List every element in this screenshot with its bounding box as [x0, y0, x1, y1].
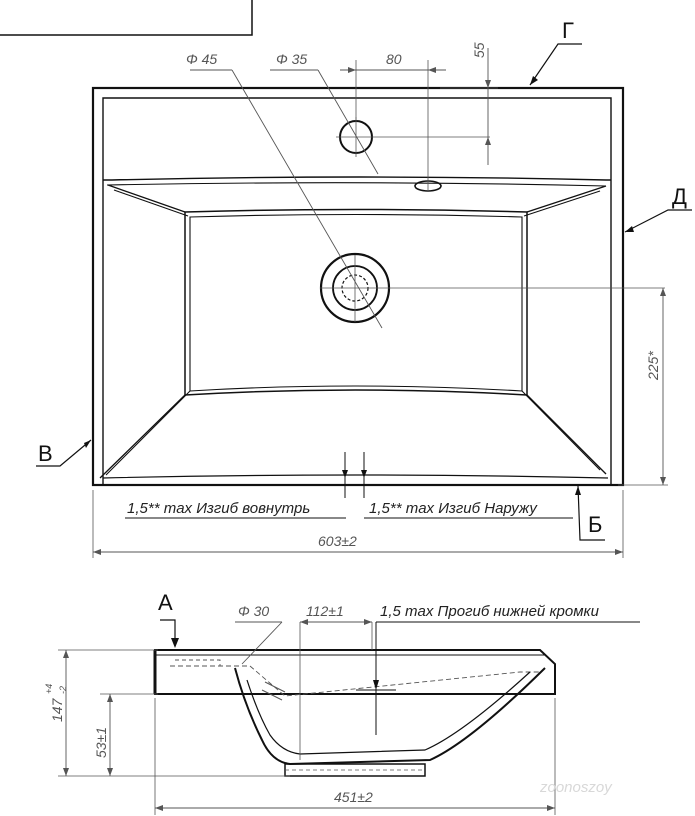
sink-side-view	[153, 622, 556, 777]
dim-603: 603±2	[318, 533, 357, 549]
watermark: zoonoszoy	[539, 779, 613, 796]
view-markers-top: Г Д В Б	[36, 18, 692, 541]
label-a: A	[158, 590, 173, 615]
dim-53: 53±1	[93, 727, 109, 758]
dim-147: 147	[49, 697, 65, 722]
dim-phi45: Φ 45	[186, 51, 217, 67]
note-bend-inward: 1,5** max Изгиб вовнутрь	[127, 500, 310, 517]
top-view-dimensions: Φ 45 Φ 35 80 55 225* 603±2	[92, 42, 668, 558]
note-bend-outward: 1,5** max Изгиб Наружу	[369, 500, 538, 517]
dim-55: 55	[471, 42, 487, 58]
label-b: Б	[588, 512, 602, 537]
dim-147-tol-lower: -2	[58, 686, 68, 694]
sink-top-view	[91, 60, 665, 487]
dim-80: 80	[386, 51, 402, 67]
label-d: Д	[672, 184, 687, 209]
title-block-fragment	[0, 0, 253, 36]
label-g: Г	[562, 18, 574, 43]
sink-outer-rim	[91, 86, 625, 487]
dim-451: 451±2	[334, 789, 373, 805]
dim-147-tol-upper: +4	[44, 684, 54, 694]
side-view-dimensions: A Φ 30 112±1 1,5 max Прогиб нижней кромк…	[44, 590, 640, 815]
dim-phi35: Φ 35	[276, 51, 307, 67]
note-deflection: 1,5 max Прогиб нижней кромки	[380, 603, 600, 620]
label-v: В	[38, 441, 53, 466]
dim-225: 225*	[645, 351, 661, 381]
bowl-floor	[184, 208, 528, 396]
dim-112: 112±1	[306, 603, 344, 619]
dim-phi30: Φ 30	[238, 603, 269, 619]
